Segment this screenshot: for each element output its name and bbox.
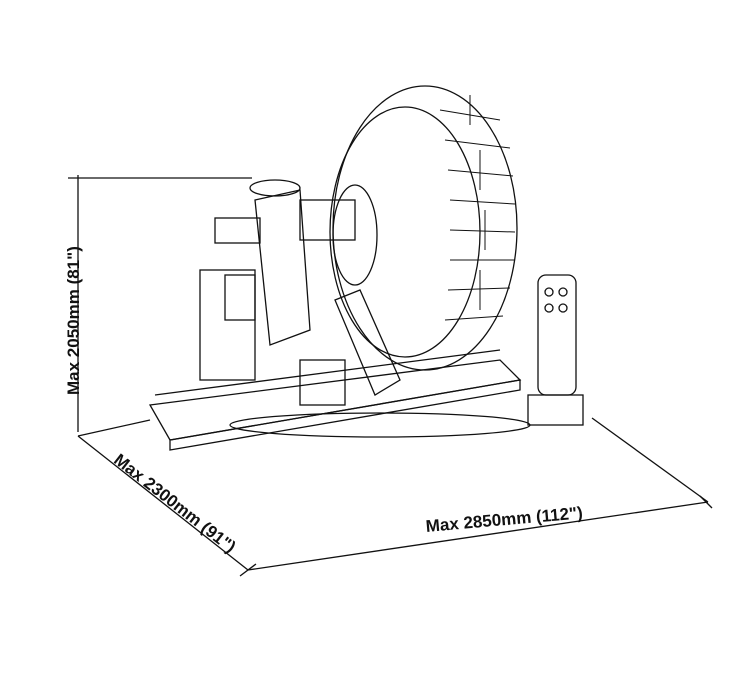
control-console xyxy=(527,274,584,426)
tyre xyxy=(329,85,518,371)
dimension-lines xyxy=(68,175,713,577)
column-arm xyxy=(214,179,356,346)
tool-arm xyxy=(299,289,401,406)
height-dimension-label: Max 2050mm (81") xyxy=(64,246,83,395)
